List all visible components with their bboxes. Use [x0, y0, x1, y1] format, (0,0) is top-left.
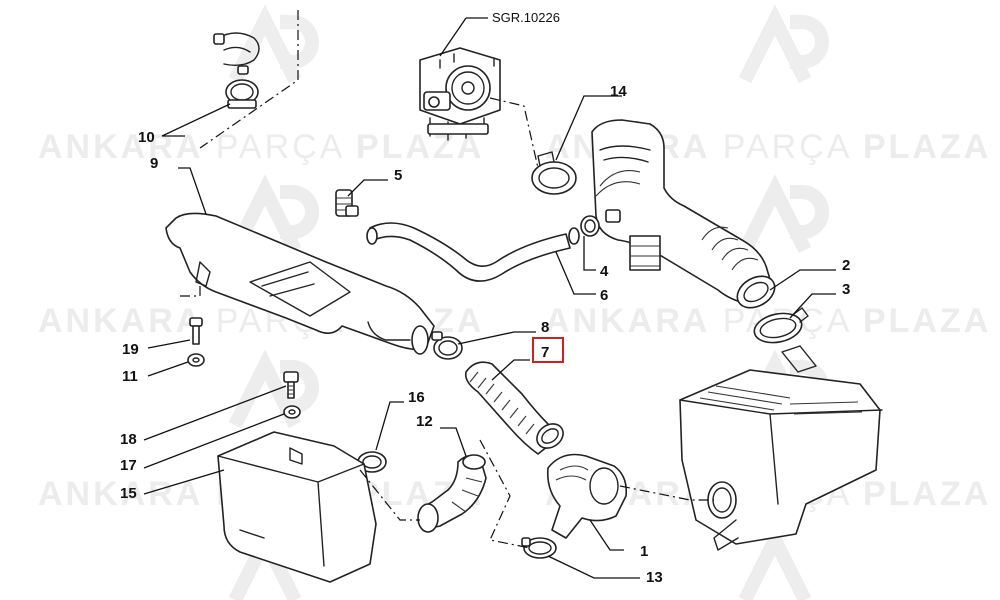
callout-17: 17 [120, 457, 137, 474]
part-17-washer [283, 405, 301, 419]
watermark: ANKARA PARÇA PLAZA ANKARA PARÇA PLAZA AN… [38, 4, 988, 600]
throttle-body [419, 47, 501, 141]
callout-5: 5 [394, 167, 402, 184]
callout-15: 15 [120, 485, 137, 502]
watermark-logo-top [228, 4, 829, 84]
part-9-air-duct [165, 212, 435, 355]
part-5-sensor [335, 189, 359, 217]
callout-3: 3 [842, 281, 850, 298]
callout-14: 14 [610, 83, 627, 100]
callout-11: 11 [122, 368, 138, 385]
part-8-clamp [431, 331, 463, 360]
leader-lines [143, 17, 836, 579]
part-6-vent-hose [366, 222, 580, 282]
part-14-clamp [531, 151, 577, 195]
callout-4: 4 [600, 263, 609, 280]
callout-10: 10 [138, 129, 155, 146]
callout-13: 13 [646, 569, 663, 586]
callout-6: 6 [600, 287, 608, 304]
throttle-body-reference: SGR.10226 [492, 10, 560, 25]
callout-7-highlight [532, 337, 564, 363]
part-7-corrugated-hose [464, 361, 564, 455]
callout-8: 8 [541, 319, 549, 336]
part-3-clamp [753, 307, 809, 344]
callout-9: 9 [150, 155, 158, 172]
assembly-lines [180, 10, 714, 549]
part-11-washer [187, 353, 205, 367]
callout-2: 2 [842, 257, 850, 274]
part-10-clamp [213, 32, 260, 109]
callout-18: 18 [120, 431, 137, 448]
part-19-bolt [189, 317, 203, 345]
part-13-clamp [521, 537, 557, 559]
watermark-text-left-row1: ANKARA PARÇA PLAZA [38, 128, 484, 166]
part-18-bolt [283, 371, 299, 399]
callout-7: 7 [541, 344, 549, 361]
callout-19: 19 [122, 341, 139, 358]
callout-12: 12 [416, 413, 433, 430]
air-filter-box [679, 345, 883, 551]
part-15-box [217, 431, 377, 583]
part-2-intake-pipe [591, 119, 776, 309]
part-12-hose [417, 454, 487, 533]
callout-labels: SGR.10226 10 9 5 14 2 3 4 6 8 7 19 11 18… [120, 10, 850, 586]
callout-1: 1 [640, 543, 648, 560]
part-4-clamp [580, 209, 621, 237]
part-1-elbow [546, 453, 628, 539]
callout-16: 16 [408, 389, 425, 406]
